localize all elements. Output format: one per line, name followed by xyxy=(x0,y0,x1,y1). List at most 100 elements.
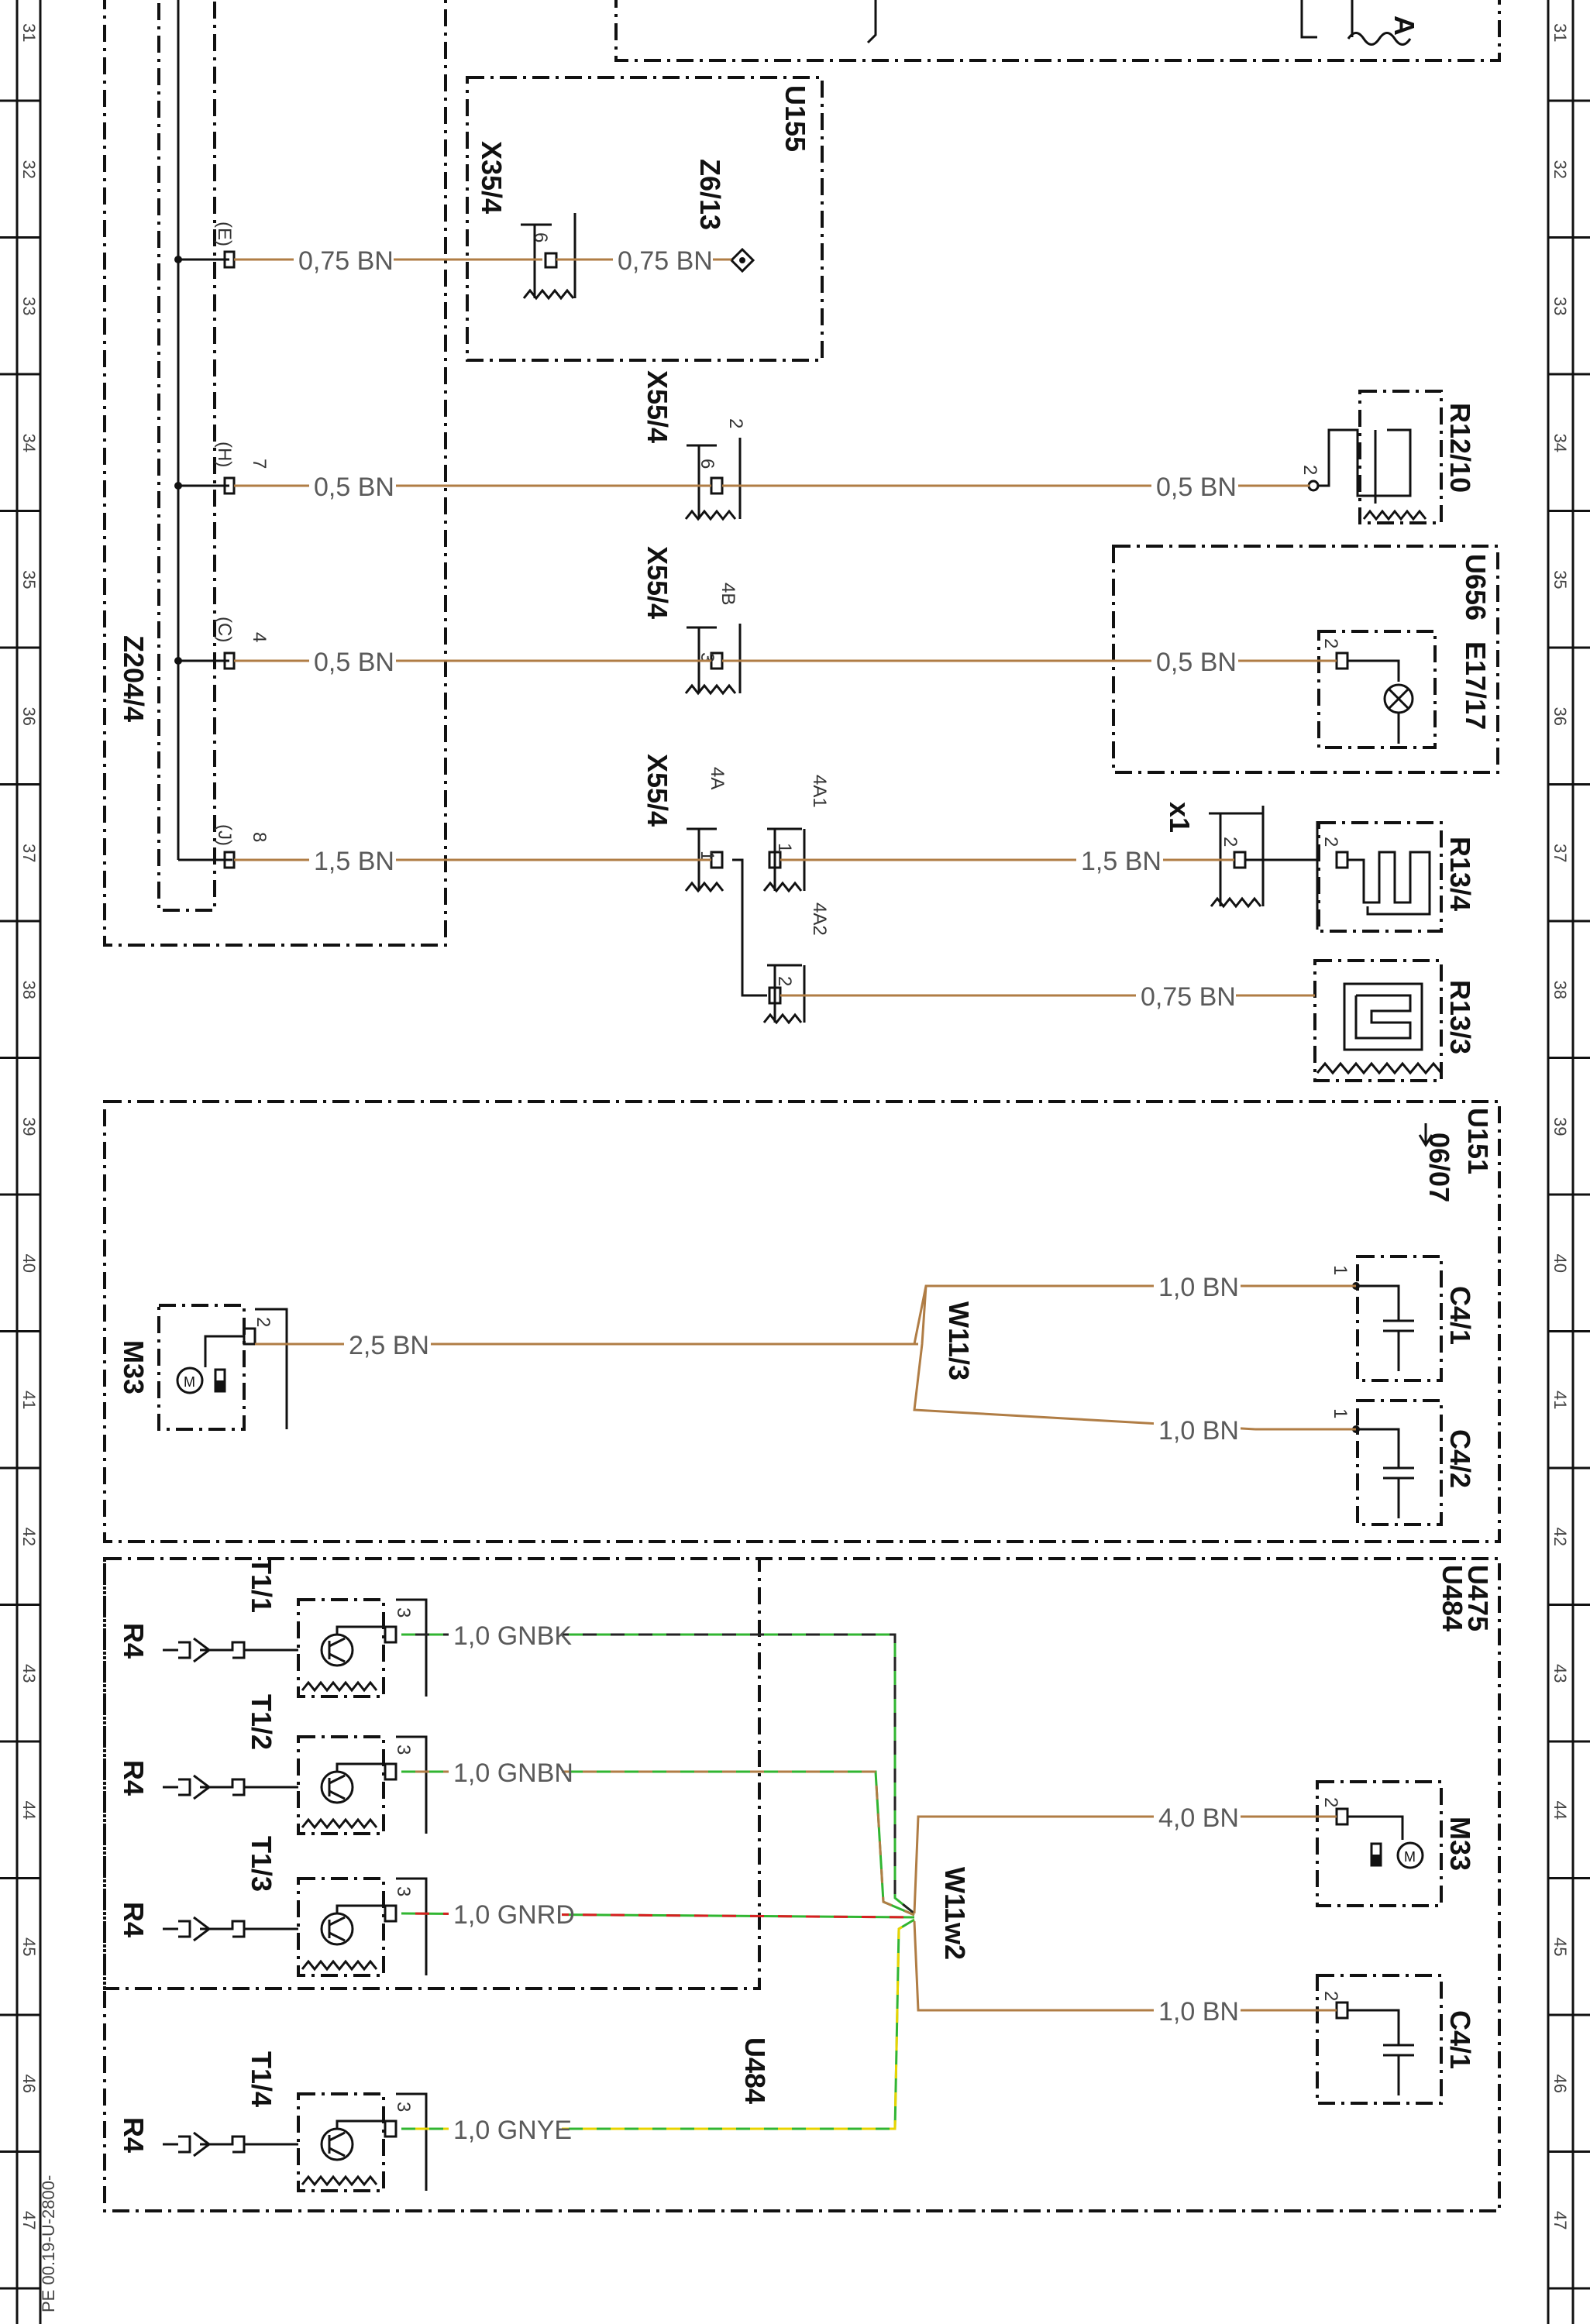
m33-bottom-motor-icon: M 2 xyxy=(1320,1797,1424,1869)
wire-label-bg xyxy=(449,2116,562,2142)
c42-label: C4/2 xyxy=(1444,1429,1476,1488)
r4-connector-icon xyxy=(163,1774,298,1800)
x1-label: x1 xyxy=(1164,802,1196,833)
wire-label-bg xyxy=(449,1900,562,1927)
z6-label: Z6/13 xyxy=(694,159,726,230)
wire-label: 1,0 BN xyxy=(1158,1997,1239,2027)
ruler-number: 34 xyxy=(1550,434,1570,452)
ruler-number: 33 xyxy=(1550,297,1570,315)
wire-label-bg xyxy=(449,1758,562,1785)
ruler-number: 37 xyxy=(19,844,39,862)
r13-4-heater-icon: 2 xyxy=(1245,821,1431,930)
wire-w9: 0,75 BN xyxy=(780,982,1315,1012)
x35-label: X35/4 xyxy=(476,141,508,214)
u484-top-box xyxy=(103,1557,761,1990)
wire-label: 0,5 BN xyxy=(1156,473,1237,502)
m33-top-motor-icon: M 2 xyxy=(176,1308,288,1429)
svg-text:(E): (E) xyxy=(214,222,235,246)
svg-text:M: M xyxy=(1404,1849,1416,1865)
wire-w18: 1,0 BN xyxy=(913,1920,1337,2027)
wire-label-bg xyxy=(1154,1803,1241,1830)
ruler-number: 43 xyxy=(1550,1664,1570,1683)
svg-text:2: 2 xyxy=(253,1317,274,1327)
r13-3-heater-icon xyxy=(1316,982,1443,1075)
wire-label: 0,75 BN xyxy=(298,246,394,276)
u151-arrow-icon xyxy=(1418,1123,1433,1147)
wire-label: 1,0 GNBK xyxy=(453,1621,572,1651)
m33-top-label: M33 xyxy=(118,1340,150,1394)
e17-lamp-icon: 2 xyxy=(1317,630,1437,749)
c41-top-capacitor-icon: 1 xyxy=(1330,1265,1414,1371)
w11-3-label: W11/3 xyxy=(943,1301,975,1380)
wire-w4: 0,5 BN xyxy=(722,473,1310,502)
u656-label: U656 xyxy=(1460,554,1492,621)
wire-label: 1,5 BN xyxy=(1081,847,1162,876)
ruler-number: 46 xyxy=(19,2075,39,2093)
splice-4a2: 2 4A2 xyxy=(762,902,830,1025)
wire-label-bg xyxy=(1076,847,1163,873)
wire-label: 0,5 BN xyxy=(314,473,394,502)
c41-bottom-label: C4/1 xyxy=(1444,2010,1476,2069)
svg-text:2: 2 xyxy=(774,976,795,986)
wire-label-bg xyxy=(309,648,396,674)
r12-label: R12/10 xyxy=(1444,403,1476,493)
ruler-number: 44 xyxy=(1550,1801,1570,1820)
wire-w16: 1,0 GNYE xyxy=(401,1918,915,2145)
svg-text:3: 3 xyxy=(393,1886,414,1896)
x55-b-connector: 3 4B xyxy=(684,583,742,696)
svg-text:6: 6 xyxy=(697,459,718,469)
z204-pin-e: (E) xyxy=(174,222,236,269)
top-partial-symbol xyxy=(1300,0,1412,46)
transistor-label: T1/1 xyxy=(246,1557,277,1613)
z204-pin-c: (C) 4 xyxy=(174,617,270,670)
ruler-number: 40 xyxy=(1550,1254,1570,1273)
svg-text:8: 8 xyxy=(249,832,270,842)
ruler-number: 31 xyxy=(19,23,39,42)
svg-text:4A2: 4A2 xyxy=(809,902,830,936)
ruler-number: 42 xyxy=(19,1528,39,1546)
wire-w2: 0,75 BN xyxy=(556,246,731,276)
wire-label-bg xyxy=(1154,1416,1241,1442)
wire-label: 1,0 GNBN xyxy=(453,1758,573,1788)
u151-label: U151 xyxy=(1462,1108,1494,1174)
z204-inner-box xyxy=(157,0,216,912)
wire-label: 1,0 GNYE xyxy=(453,2116,572,2145)
svg-text:2: 2 xyxy=(1320,638,1341,648)
wire-w3: 0,5 BN xyxy=(234,473,711,502)
x55-b-label: X55/4 xyxy=(642,546,673,619)
ruler-number: 47 xyxy=(1550,2211,1570,2229)
svg-text:6: 6 xyxy=(530,232,551,242)
wire-label: 4,0 BN xyxy=(1158,1803,1239,1833)
svg-text:M: M xyxy=(184,1374,195,1390)
wire-label: 0,5 BN xyxy=(1156,648,1237,677)
r4-label: R4 xyxy=(118,1902,150,1937)
r4-connector-icon xyxy=(163,1637,298,1663)
wire-w12: 1,0 BN xyxy=(1154,1416,1356,1446)
ruler-number: 39 xyxy=(1550,1117,1570,1136)
u151-note: 06/07 xyxy=(1423,1133,1455,1202)
c41-top-box xyxy=(1356,1255,1443,1382)
svg-text:(C): (C) xyxy=(214,617,235,642)
wire-label-bg xyxy=(449,1621,562,1648)
m33-top-box xyxy=(157,1304,246,1431)
wire-w15: 1,0 GNRD xyxy=(401,1900,915,1930)
wire-label-bg xyxy=(1154,1997,1241,2023)
z204-label: Z204/4 xyxy=(118,635,150,722)
ruler-number: 38 xyxy=(19,981,39,999)
svg-text:4: 4 xyxy=(249,632,270,642)
r4-label: R4 xyxy=(118,2117,150,2153)
z204-pin-j: (J) 8 xyxy=(178,824,270,869)
ruler-number: 34 xyxy=(19,434,39,452)
svg-text:(H): (H) xyxy=(214,442,235,467)
z204-pin-h: (H) 7 xyxy=(174,442,270,495)
u155-label: U155 xyxy=(780,85,811,152)
wire-label-bg xyxy=(309,847,396,873)
top-partial-label: A xyxy=(1389,15,1420,36)
ruler-number: 41 xyxy=(1550,1391,1570,1409)
ruler-number: 42 xyxy=(1550,1528,1570,1546)
z6-diamond-icon xyxy=(729,247,755,273)
wire-w14: 1,0 GNBN xyxy=(401,1758,915,1917)
